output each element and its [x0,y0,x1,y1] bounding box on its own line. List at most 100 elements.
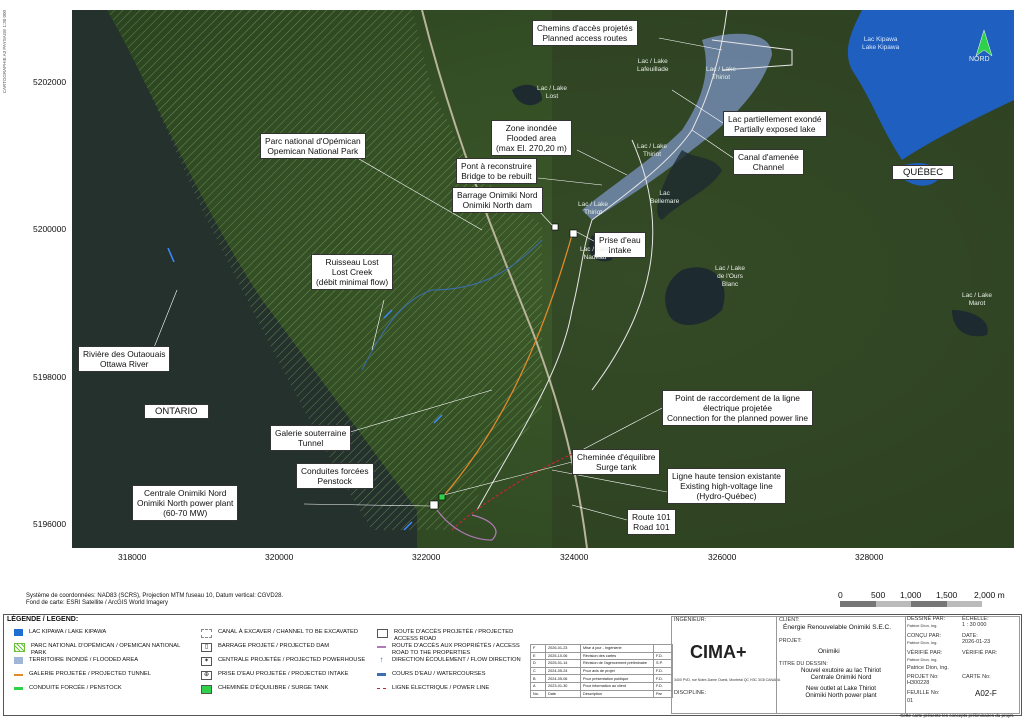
checked-value: Patrice Dion, ing. [907,657,938,662]
revision-cell: Mise à jour - Ingénierie [580,644,654,653]
x-tick: 318000 [118,552,147,562]
map-no-value: A02-F [975,689,997,698]
legend-item: CANAL À EXCAVER / CHANNEL TO BE EXCAVATE… [201,629,371,643]
x-tick: 322000 [412,552,441,562]
revision-cell: Date [545,689,581,699]
client-name: Énergie Renouvelable Onimiki S.E.C. [783,624,892,631]
legend-item: ✶CENTRALE PROJETÉE / PROJECTED POWERHOUS… [201,657,371,671]
engineer-label: INGÉNIEUR: [674,617,707,623]
designed-value: Patrice Dion, ing. [907,640,938,645]
y-tick: 5196000 [33,519,67,529]
revision-cell: Par [653,689,673,699]
cima-logo: CIMA+ [690,642,747,662]
flooded-area [582,33,772,220]
powerhouse-marker [429,500,439,510]
scale-label: 1,500 [936,590,958,600]
revision-cell: F.D. [653,674,673,683]
access-road [476,10,728,511]
north-arrow-icon [975,29,993,57]
revision-cell: F [530,644,546,653]
revision-cell: S.P. [653,659,673,668]
discipline-label: DISCIPLINE: [674,690,707,696]
satellite-map [72,10,1014,548]
revision-cell [653,644,673,653]
legend-item: ROUTE D'ACCÈS PROJETÉE / PROJECTED ACCES… [377,629,527,643]
project-label: PROJET: [779,638,802,644]
lake-ours-blanc [665,267,725,325]
legend-item: COURS D'EAU / WATERCOURSES [377,671,527,685]
revision-cell: 2025-10-06 [545,651,581,661]
legend-item: CHEMINÉE D'ÉQUILIBRE / SURGE TANK [201,685,371,699]
date-value: 2026-01-23 [962,639,991,645]
y-tick: 5202000 [33,77,67,87]
revision-cell: A [530,681,546,691]
legend-item: LIGNE ÉLECTRIQUE / POWER LINE [377,685,527,699]
designed-label: CONÇU PAR: [907,633,942,639]
y-tick: 5200000 [33,224,67,234]
date-label: DATE: [962,633,978,639]
region-ontario: ONTARIO [144,404,209,419]
flow-arrow [167,247,175,263]
approved-value: Patrice Dion, ing. [907,665,949,671]
drawn-value: Patrice Dion, ing. [907,623,938,628]
legend-item: PARC NATIONAL D'OPÉMICAN / OPEMICAN NATI… [14,643,194,657]
revision-cell: Pour avis de projet [580,666,654,676]
legend-item: ROUTE D'ACCÈS AUX PROPRIÉTÉS / ACCESS RO… [377,643,527,657]
x-tick: 320000 [265,552,294,562]
legend-col-2: CANAL À EXCAVER / CHANNEL TO BE EXCAVATE… [201,629,371,699]
scale-label: 500 [871,590,886,600]
legend-panel: LÉGENDE / LEGEND: LAC KIPAWA / LAKE KIPA… [3,614,1022,716]
sheet-label: FEUILLE No: [907,690,940,696]
revision-cell: F.D. [653,651,673,661]
revision-cell: 2026-01-23 [545,644,581,653]
surge-tank-marker [438,493,446,501]
revision-cell: F.D. [653,681,673,691]
revision-cell: Pour présentation publique [580,674,654,683]
revision-cell: 2023-01-30 [545,681,581,691]
coordinate-system: Système de coordonnées: NAD83 (SCRS), Pr… [26,593,284,606]
side-text: CARTOGRAPHIE A3 PAYSAGE 1:30 000 [2,10,7,94]
revision-cell: 2025-01-14 [545,659,581,668]
drawn-label: DESSINÉ PAR: [907,616,946,622]
revision-cell: Révision des cartes [580,651,654,661]
legend-item: GALERIE PROJETÉE / PROJECTED TUNNEL [14,671,194,685]
drawing-title-label: TITRE DU DESSIN: [779,661,828,667]
lost-creek [361,239,543,371]
revision-cell: D [530,659,546,668]
projected-tunnel [439,234,573,501]
legend-col-3: ROUTE D'ACCÈS PROJETÉE / PROJECTED ACCES… [377,629,527,699]
revision-cell: 2024-05-06 [545,674,581,683]
x-tick: 328000 [855,552,884,562]
legend-col-1: LAC KIPAWA / LAKE KIPAWA PARC NATIONAL D… [14,629,194,699]
revision-cell: F.D. [653,666,673,676]
project-no-value: H300228 [907,680,930,686]
revision-cell: No. [530,689,546,699]
map-no-label: CARTE No: [962,674,991,680]
